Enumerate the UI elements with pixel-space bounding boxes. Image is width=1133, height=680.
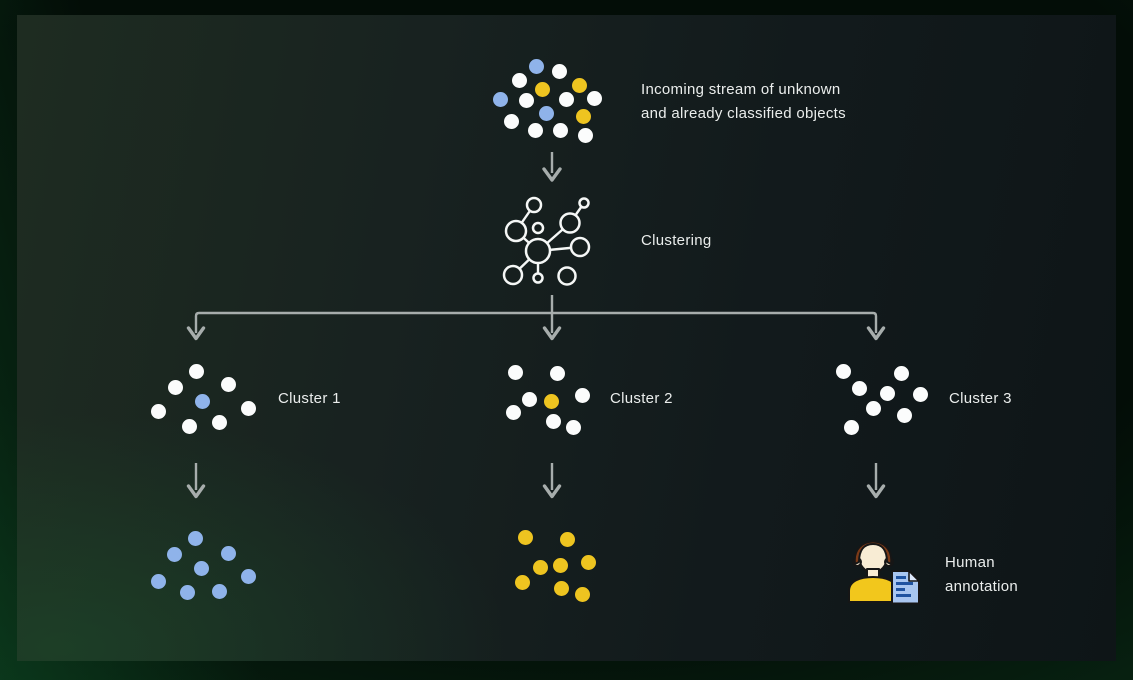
dot-white — [167, 379, 183, 395]
human-annotation-label-line1: Human — [945, 554, 995, 571]
dot-blue — [194, 393, 210, 409]
dot-yellow — [575, 108, 591, 124]
dot-blue — [220, 545, 236, 561]
dot-yellow — [552, 557, 568, 573]
dot-blue — [187, 530, 203, 546]
dot-blue — [150, 573, 166, 589]
incoming-stream-label: Incoming stream of unknown and already c… — [641, 78, 846, 126]
dot-blue — [193, 560, 209, 576]
dot-yellow — [514, 574, 530, 590]
human-annotation-label-line2: annotation — [945, 578, 1019, 595]
dot-white — [893, 365, 909, 381]
dot-white — [558, 91, 574, 107]
dot-white — [851, 380, 867, 396]
dot-yellow — [532, 559, 548, 575]
dot-yellow — [571, 77, 587, 93]
dot-blue — [240, 568, 256, 584]
dot-white — [527, 122, 543, 138]
incoming-stream-label-line1: Incoming stream of unknown — [641, 81, 841, 98]
dot-yellow — [517, 529, 533, 545]
dot-white — [181, 418, 197, 434]
cluster-2-dots — [505, 362, 620, 442]
dot-white — [549, 365, 565, 381]
cluster-3-dots — [835, 362, 950, 442]
dot-white — [511, 72, 527, 88]
dot-white — [505, 404, 521, 420]
dot-white — [896, 407, 912, 423]
dot-yellow — [574, 586, 590, 602]
clustering-label: Clustering — [641, 232, 712, 249]
incoming-stream-dots — [487, 58, 608, 143]
dot-yellow — [580, 554, 596, 570]
dot-white — [551, 63, 567, 79]
dot-white — [912, 386, 928, 402]
dot-white — [843, 419, 859, 435]
dot-white — [521, 391, 537, 407]
dot-white — [211, 414, 227, 430]
dot-yellow — [543, 393, 559, 409]
dot-white — [879, 385, 895, 401]
dot-blue — [528, 58, 544, 74]
dot-white — [835, 363, 851, 379]
human-annotation-label: Human annotation — [945, 551, 1018, 599]
dot-white — [518, 92, 534, 108]
dot-blue — [179, 584, 195, 600]
dot-white — [220, 376, 236, 392]
dot-yellow — [559, 531, 575, 547]
dot-blue — [492, 91, 508, 107]
dot-white — [586, 90, 602, 106]
dot-blue — [538, 105, 554, 121]
dot-yellow — [553, 580, 569, 596]
dot-white — [574, 387, 590, 403]
dot-blue — [211, 583, 227, 599]
cluster-1-label: Cluster 1 — [278, 390, 341, 407]
cluster-2-output-dots — [505, 529, 620, 610]
dot-white — [577, 127, 593, 143]
cluster-2-label: Cluster 2 — [610, 390, 673, 407]
dot-white — [865, 400, 881, 416]
dot-white — [503, 113, 519, 129]
dot-white — [188, 363, 204, 379]
cluster-3-label: Cluster 3 — [949, 390, 1012, 407]
incoming-stream-label-line2: and already classified objects — [641, 105, 846, 122]
cluster-1-output-dots — [150, 530, 265, 610]
dot-white — [240, 400, 256, 416]
cluster-1-dots — [150, 362, 265, 442]
dot-white — [150, 403, 166, 419]
dot-yellow — [534, 81, 550, 97]
dot-white — [552, 122, 568, 138]
dot-blue — [166, 546, 182, 562]
dot-white — [545, 413, 561, 429]
dot-white — [507, 364, 523, 380]
dot-white — [565, 419, 581, 435]
